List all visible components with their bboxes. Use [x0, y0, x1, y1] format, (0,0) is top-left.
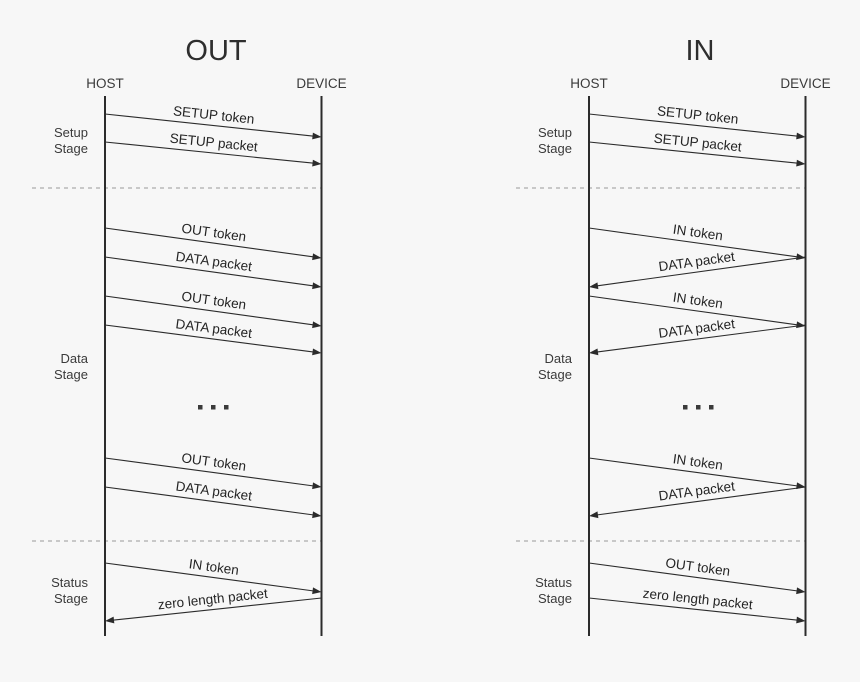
message-arrow-line [588, 457, 798, 487]
stage-label-line1: Data [545, 351, 573, 366]
stage-label-line2: Stage [54, 591, 88, 606]
message-arrow-line [596, 256, 806, 287]
message-arrow-head [796, 132, 806, 140]
ellipsis-dot [198, 405, 203, 410]
message-arrow-line [588, 295, 798, 326]
message-arrow-head [589, 511, 599, 519]
stage-label-line2: Stage [538, 141, 572, 156]
stage-label-line2: Stage [538, 367, 572, 382]
message-arrow-line [104, 457, 314, 487]
message-arrow-line [588, 113, 798, 137]
ellipsis-marker [683, 405, 714, 410]
panel-title: IN [686, 35, 715, 67]
message-arrow-head [105, 616, 115, 624]
message-label: IN token [188, 556, 240, 578]
stage-label-line2: Stage [538, 591, 572, 606]
ellipsis-dot [211, 405, 216, 410]
message-arrow-line [104, 113, 314, 137]
stage-label-line1: Setup [54, 125, 88, 140]
message-arrow-line [588, 227, 798, 258]
message-arrow-line [112, 597, 322, 621]
message-arrow-line [104, 227, 314, 258]
message-arrow-head [589, 282, 599, 290]
message-arrow-line [596, 324, 806, 353]
message-arrow-line [588, 141, 798, 164]
ellipsis-dot [709, 405, 714, 410]
message-arrow-line [104, 486, 314, 516]
message-arrow-line [104, 141, 314, 164]
message-host-to-device: IN token [588, 290, 806, 329]
actor-label-host: HOST [570, 76, 608, 91]
message-arrow-line [104, 324, 314, 353]
stage-label-line2: Stage [54, 141, 88, 156]
stage-label-line2: Stage [54, 367, 88, 382]
message-arrow-head [796, 616, 806, 624]
message-arrow-head [589, 348, 599, 356]
message-arrow-line [104, 562, 314, 592]
stage-label-line1: Status [535, 575, 572, 590]
message-arrow-head [312, 321, 322, 329]
panel-title: OUT [185, 35, 247, 67]
message-label: IN token [672, 222, 724, 244]
message-label: IN token [672, 290, 724, 312]
message-arrow-head [312, 159, 322, 167]
ellipsis-dot [696, 405, 701, 410]
message-arrow-head [796, 159, 806, 167]
message-arrow-head [312, 253, 322, 261]
actor-label-device: DEVICE [296, 76, 346, 91]
ellipsis-marker [198, 405, 229, 410]
message-arrow-line [588, 562, 798, 592]
message-arrow-line [588, 597, 798, 621]
stage-label-line1: Setup [538, 125, 572, 140]
message-arrow-head [312, 282, 322, 290]
message-arrow-head [312, 132, 322, 140]
message-arrow-head [312, 511, 322, 519]
message-label: IN token [672, 451, 724, 473]
stage-label-line1: Data [61, 351, 89, 366]
message-host-to-device: IN token [588, 222, 806, 261]
message-arrow-line [104, 256, 314, 287]
actor-label-host: HOST [86, 76, 124, 91]
message-host-to-device: IN token [104, 556, 322, 595]
actor-label-device: DEVICE [780, 76, 830, 91]
ellipsis-dot [224, 405, 229, 410]
message-arrow-head [312, 587, 322, 595]
message-arrow-line [596, 486, 806, 516]
ellipsis-dot [683, 405, 688, 410]
message-arrow-head [312, 348, 322, 356]
message-arrow-head [796, 587, 806, 595]
message-arrow-head [312, 482, 322, 490]
message-arrow-line [104, 295, 314, 326]
stage-label-line1: Status [51, 575, 88, 590]
